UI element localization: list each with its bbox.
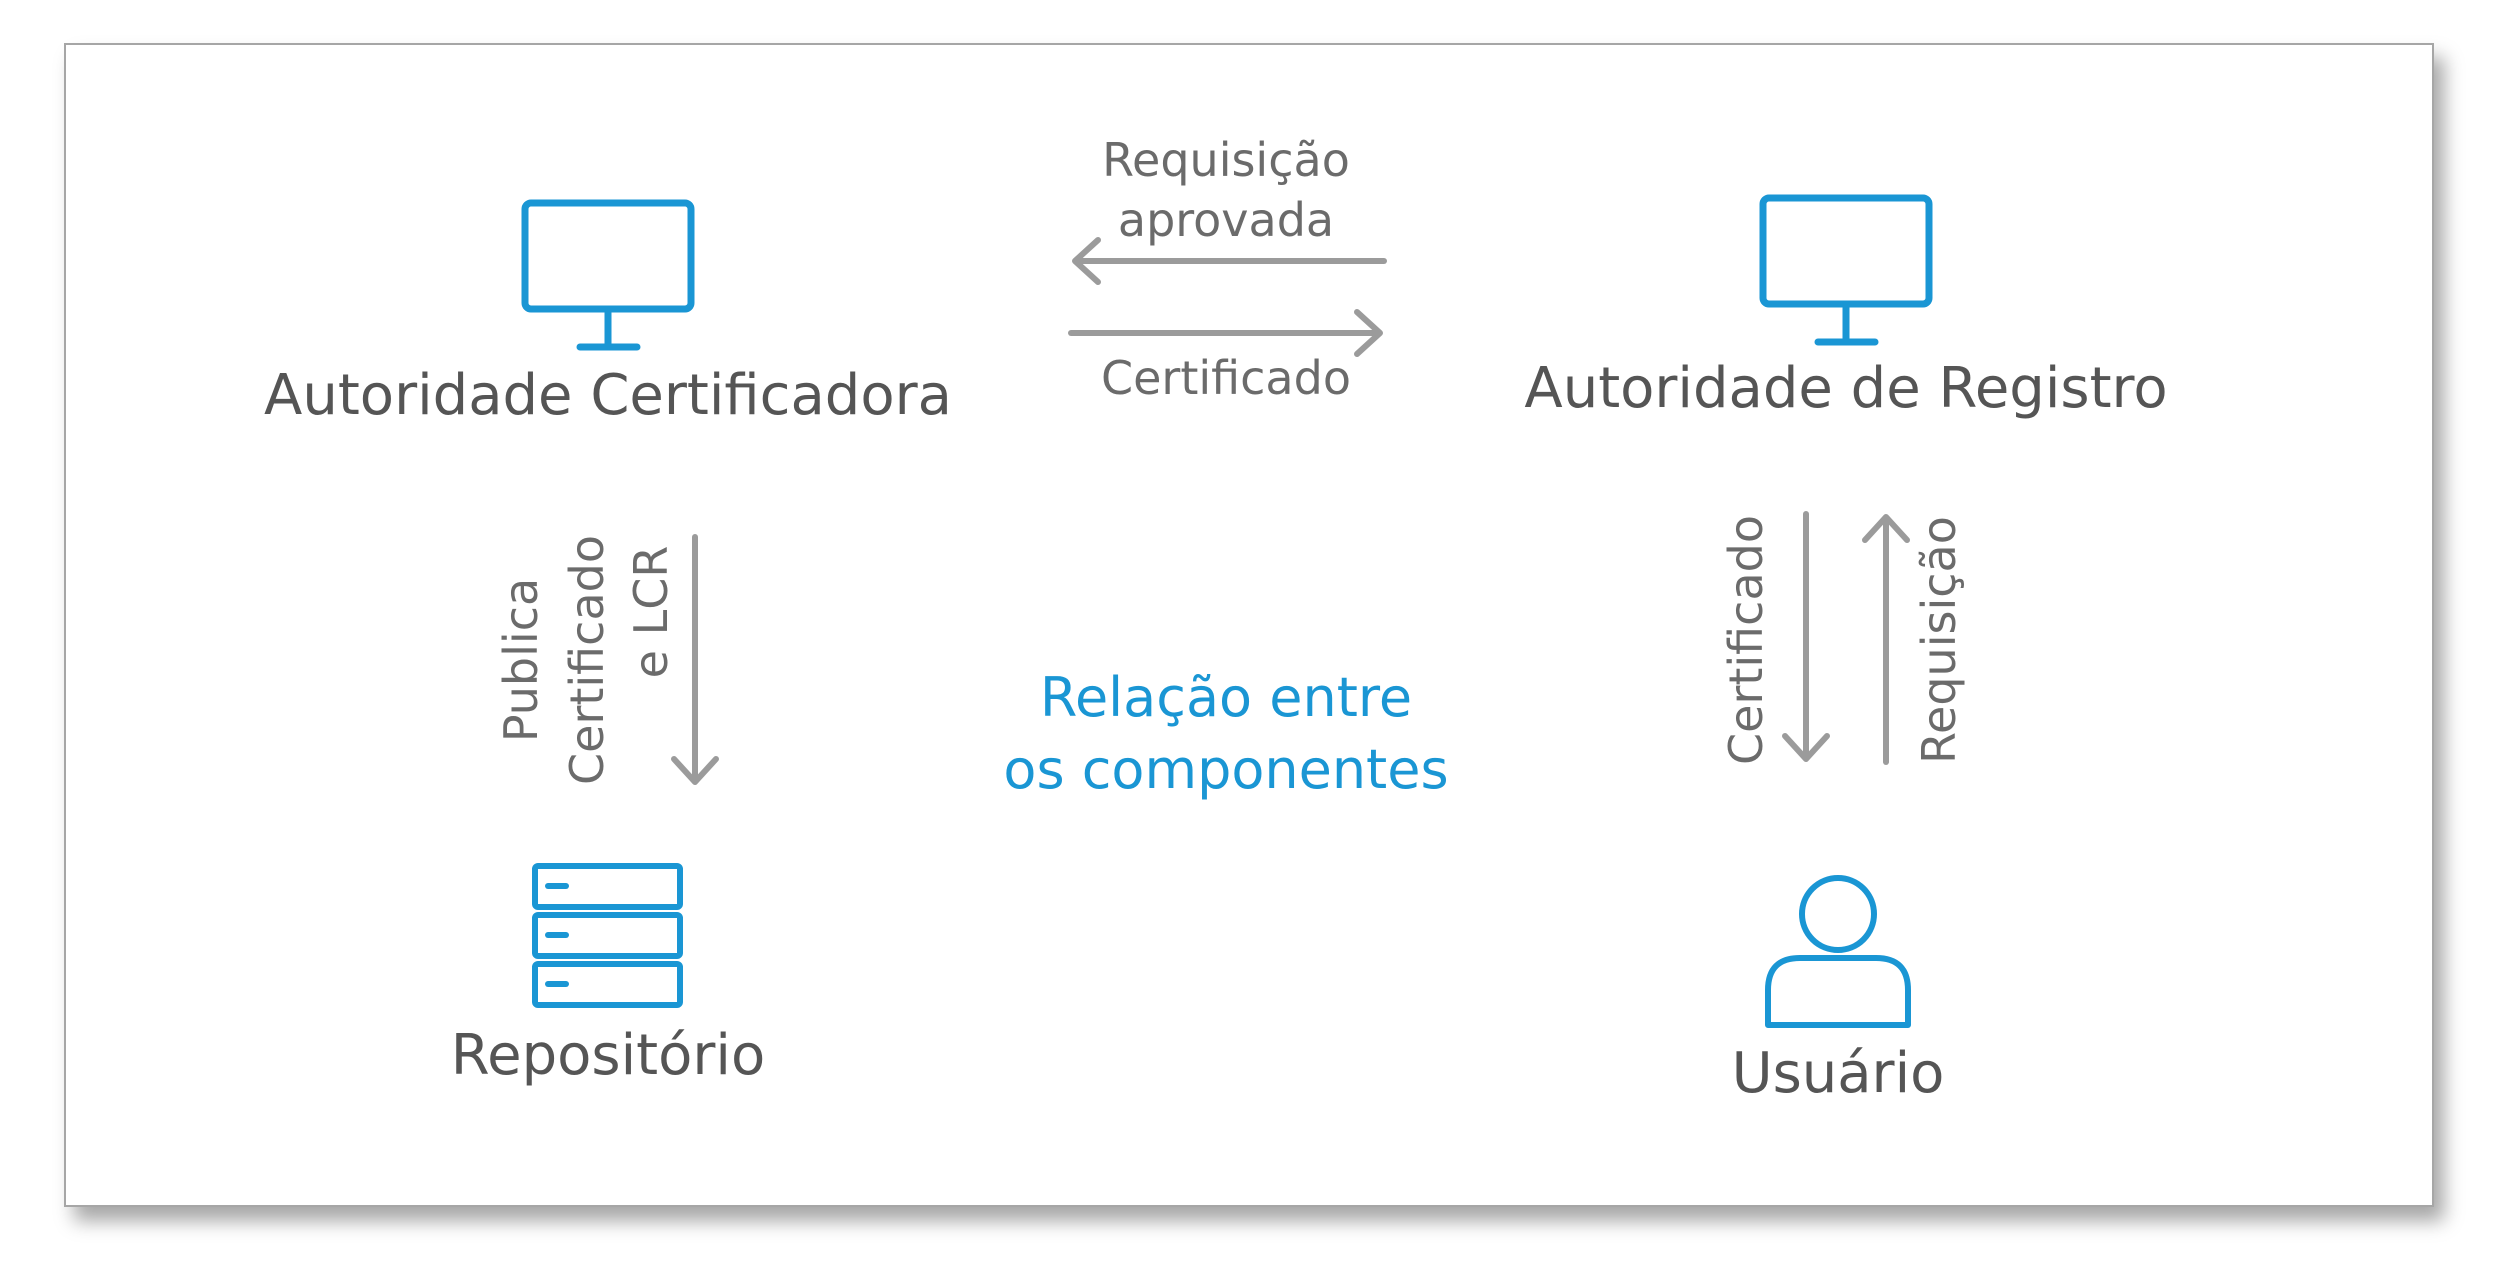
monitor-icon [1759, 194, 1933, 346]
arrow-ca-to-ra [1068, 309, 1383, 357]
ca-to-repo-label-line1: Publica [494, 578, 548, 742]
arrow-ra-to-user [1782, 511, 1830, 762]
user-label: Usuário [1732, 1041, 1945, 1106]
ra-to-user-label: Certificado [1719, 515, 1773, 765]
user-icon [1765, 875, 1911, 1028]
monitor-icon [521, 199, 695, 351]
diagram-card [64, 43, 2434, 1207]
ca-to-repo-label-line3: e LCR [624, 546, 678, 679]
ra-label: Autoridade de Registro [1524, 356, 2167, 421]
repo-label: Repositório [451, 1023, 765, 1088]
ca-to-repo-label-line2: Certificado [560, 535, 614, 785]
center-caption-line2: os componentes [1003, 738, 1448, 801]
center-caption-line1: Relação entre [1040, 666, 1412, 729]
ra-to-ca-label-line1: Requisição [1102, 133, 1350, 187]
ca-label: Autoridade Certificadora [264, 363, 952, 428]
ra-to-ca-label-line2: aprovada [1118, 193, 1334, 247]
ca-to-ra-label: Certificado [1101, 351, 1351, 405]
arrow-ca-to-repo [671, 534, 719, 785]
arrow-user-to-ra [1862, 514, 1910, 765]
arrow-ra-to-ca [1072, 237, 1387, 285]
server-stack-icon [532, 863, 683, 1008]
user-to-ra-label: Requisição [1912, 516, 1966, 764]
